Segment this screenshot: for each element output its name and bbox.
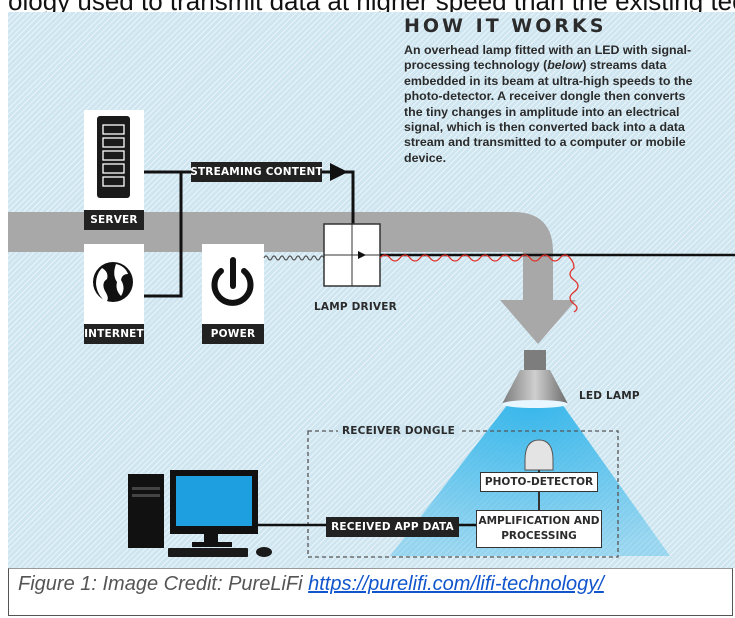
diagram-heading: HOW IT WORKS [404,15,607,37]
received-app-data-label: RECEIVED APP DATA [326,517,459,537]
server-label: SERVER [84,210,144,230]
streaming-content-label: STREAMING CONTENT [190,162,323,182]
led-lamp-label: LED LAMP [579,390,640,402]
description-part-1: An overhead lamp fitted with an LED with… [404,43,692,73]
lamp-driver-label: LAMP DRIVER [314,301,397,313]
caption-frame [8,568,733,616]
server-link [144,170,183,298]
streaming-to-driver [346,170,355,230]
page-header-fragment: ology used to transmit data at higher sp… [0,0,735,12]
diagram-description: An overhead lamp fitted with an LED with… [404,43,704,166]
streaming-arrowhead [330,163,348,181]
caption-link[interactable]: https://purelifi.com/lifi-technology/ [308,573,604,595]
receiver-dongle-frame [307,430,619,558]
computer-icon [128,470,272,557]
lamp-driver-box [323,223,381,287]
amplification-line-2: PROCESSING [501,530,577,542]
amplification-line-1: AMPLIFICATION AND [478,515,600,527]
page-header-text: ology used to transmit data at higher sp… [8,0,735,12]
photo-detector-label: PHOTO-DETECTOR [480,472,598,492]
power-coil [263,255,333,261]
lifi-infographic: HOW IT WORKS An overhead lamp fitted wit… [8,12,735,568]
caption-text: Figure 1: Image Credit: PureLiFi https:/… [18,573,604,596]
description-italic: below [547,58,583,73]
figure-caption: Figure 1: Image Credit: PureLiFi https:/… [0,568,735,618]
receiver-dongle-label: RECEIVER DONGLE [338,425,459,437]
internet-label: INTERNET [84,324,144,344]
signal-wave-icon [379,254,579,313]
caption-label: Figure 1: Image Credit: PureLiFi [18,573,309,595]
power-label: POWER [202,324,264,344]
amplification-processing-label: AMPLIFICATION AND PROCESSING [476,510,602,548]
description-part-2: ) streams data embedded in its beam at u… [404,58,693,165]
led-lamp-icon [502,350,568,408]
